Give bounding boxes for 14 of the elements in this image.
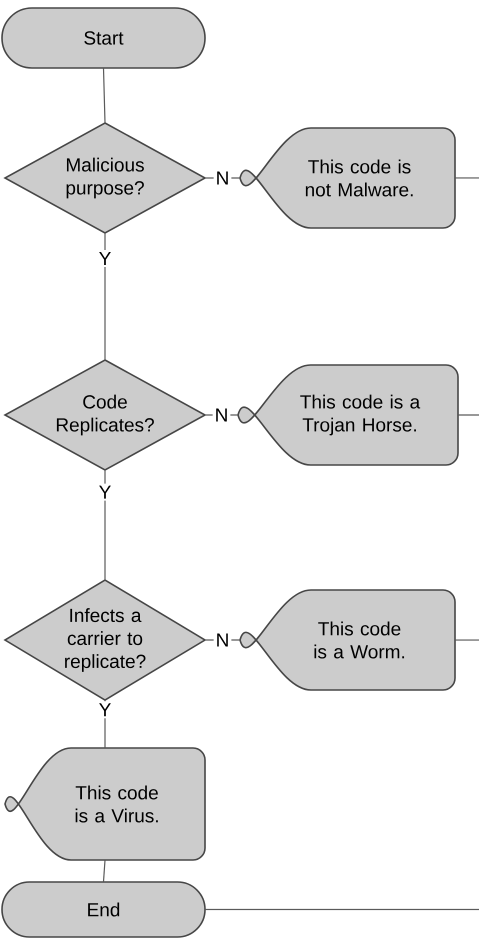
- connector-line: [455, 177, 479, 179]
- connector-line: [458, 414, 479, 416]
- edge-label: N: [212, 406, 230, 424]
- connector-line: [455, 639, 479, 641]
- connector-line: [104, 233, 106, 360]
- edge-label: N: [214, 631, 232, 649]
- connector-line: [102, 860, 106, 882]
- edge-label: N: [214, 169, 232, 187]
- connector-line: [205, 908, 479, 910]
- edge-label: Y: [96, 250, 114, 268]
- connector-line: [104, 470, 106, 580]
- edge-label: Y: [96, 484, 114, 501]
- edge-label: Y: [96, 701, 114, 718]
- connector-line: [102, 68, 106, 123]
